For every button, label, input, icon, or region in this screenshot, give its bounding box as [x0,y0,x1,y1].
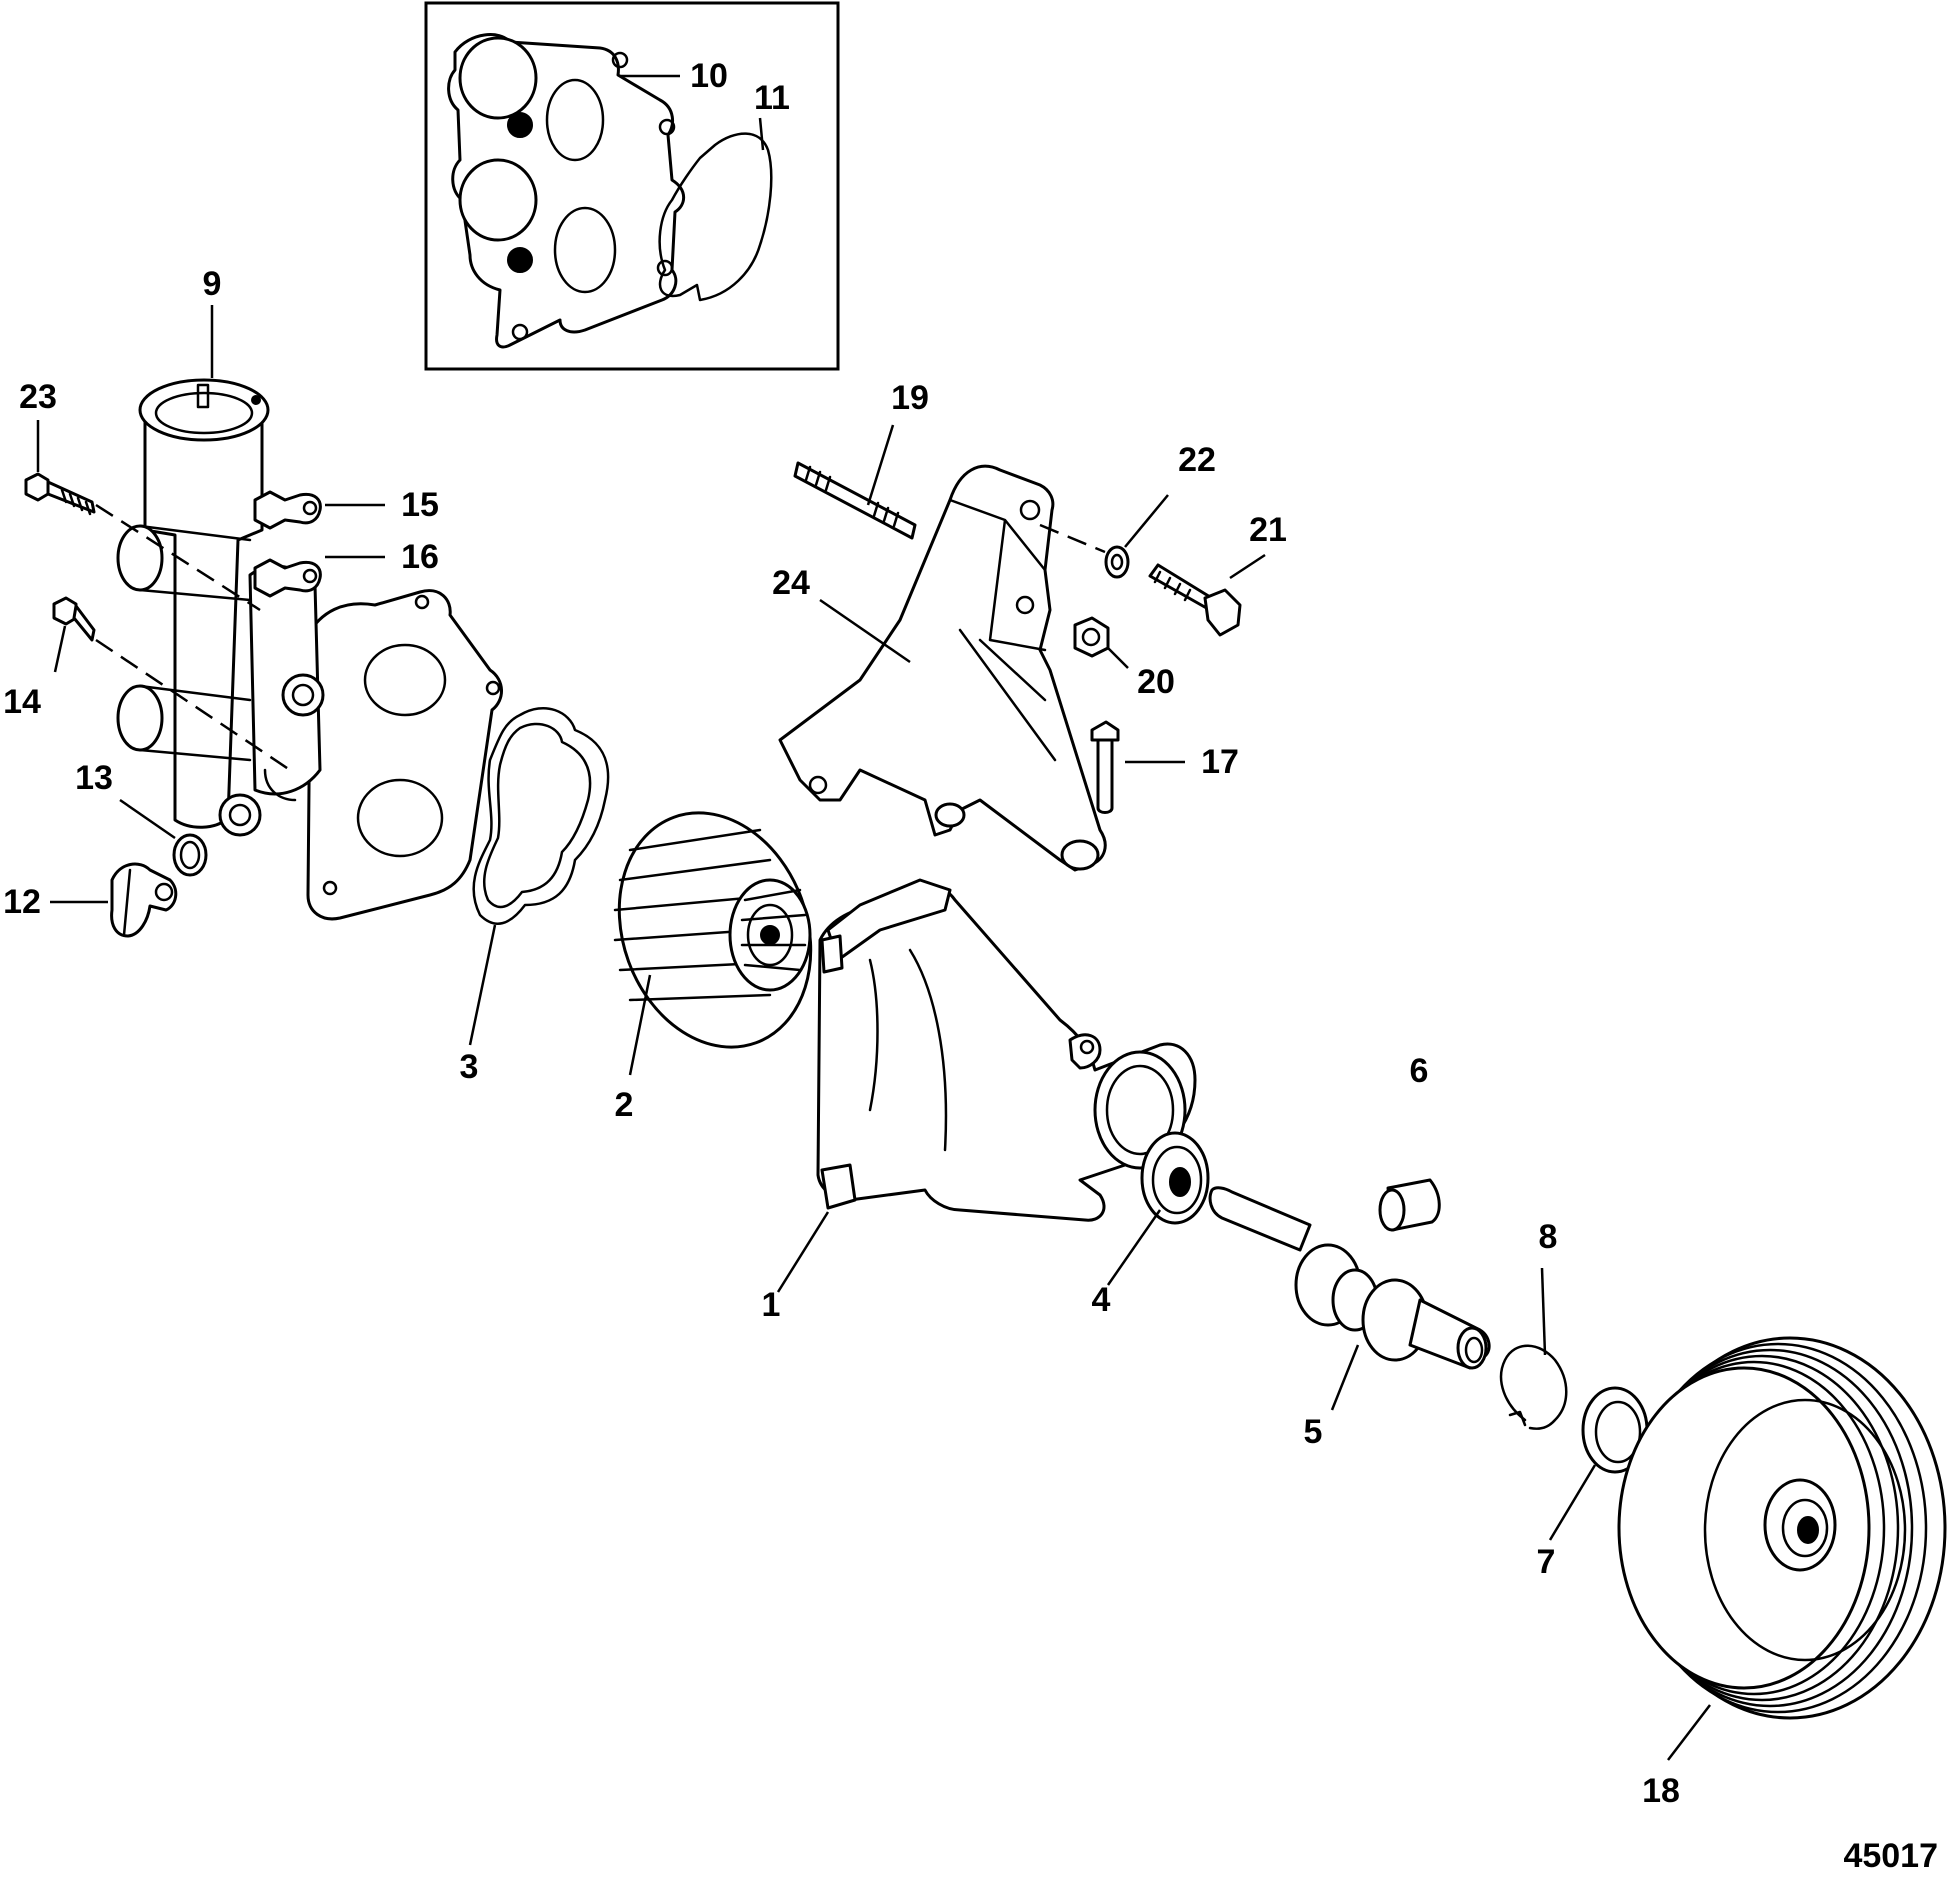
stud-part-19 [793,461,917,540]
callout-18: 18 [1642,1772,1680,1810]
callout-9: 9 [203,265,222,303]
nut-part-20 [1073,616,1110,658]
pump-cover-plate [303,589,503,921]
thermostat-housing-part-9 [138,378,270,829]
heat-exchanger-housing [116,524,325,837]
bolt-part-14 [52,596,96,642]
leader-21 [1229,553,1266,580]
callout-7: 7 [1537,1543,1556,1581]
leader-24 [819,598,911,664]
callout-19: 19 [891,379,929,417]
alignment-line-22 [1039,523,1106,554]
shaft-part-5 [1208,1186,1491,1370]
leader-lines [36,74,1711,1761]
callout-15: 15 [401,486,439,524]
callout-labels: 1 2 3 4 5 6 7 8 9 10 11 12 13 14 15 16 1… [3,57,1938,1875]
leader-7 [1548,1464,1597,1541]
callout-13: 13 [75,759,113,797]
leader-18 [1667,1704,1711,1761]
pump-body-part-1 [816,878,1197,1222]
inset-housing-part-10 [447,33,686,349]
callout-20: 20 [1137,663,1175,701]
callout-12: 12 [3,883,41,921]
leader-4 [1106,1209,1162,1286]
leader-19 [866,424,895,506]
bolt-part-21 [1148,563,1242,637]
leader-8 [1540,1267,1547,1356]
callout-6: 6 [1410,1052,1429,1090]
fitting-part-16 [253,558,322,598]
figure-number: 45017 [1843,1837,1938,1875]
callout-14: 14 [3,683,41,721]
callout-23: 23 [19,378,57,416]
gasket-part-3 [472,706,610,925]
callout-22: 22 [1178,441,1216,479]
o-ring-part-13 [172,833,208,877]
leader-14 [53,625,67,673]
callout-3: 3 [460,1048,479,1086]
drain-plug-part-12 [110,862,178,938]
leader-5 [1330,1344,1360,1411]
alignment-line-14 [95,638,291,772]
leader-1 [776,1211,830,1293]
alignment-line-23 [95,503,261,612]
impeller-part-2 [613,811,813,1049]
inset-frame [424,1,840,371]
callout-16: 16 [401,538,439,576]
leader-3 [468,924,497,1046]
callout-21: 21 [1249,511,1287,549]
bolt-part-23 [24,472,96,516]
callout-2: 2 [615,1086,634,1124]
callout-11: 11 [754,79,790,117]
callout-1: 1 [762,1286,781,1324]
retaining-ring-part-8 [1499,1344,1568,1430]
callout-8: 8 [1539,1218,1558,1256]
leader-13 [119,798,176,840]
fitting-part-15 [253,490,322,530]
callout-4: 4 [1092,1281,1111,1319]
leader-20 [1107,647,1129,669]
callout-5: 5 [1304,1413,1323,1451]
callout-10: 10 [690,57,728,95]
leader-22 [1124,494,1169,548]
bolt-part-17 [1090,720,1120,814]
washer-part-22 [1104,545,1130,579]
inset-panel [424,1,840,371]
bearing-part-4 [1140,1131,1210,1225]
leader-11 [758,117,765,151]
bushing-part-6 [1378,1178,1441,1232]
callout-24: 24 [772,564,810,602]
leader-2 [628,974,652,1076]
callout-17: 17 [1201,743,1239,781]
pulley-part-18 [1617,1336,1947,1720]
inset-gasket-part-11 [658,132,773,302]
bracket-part-24 [778,464,1107,872]
